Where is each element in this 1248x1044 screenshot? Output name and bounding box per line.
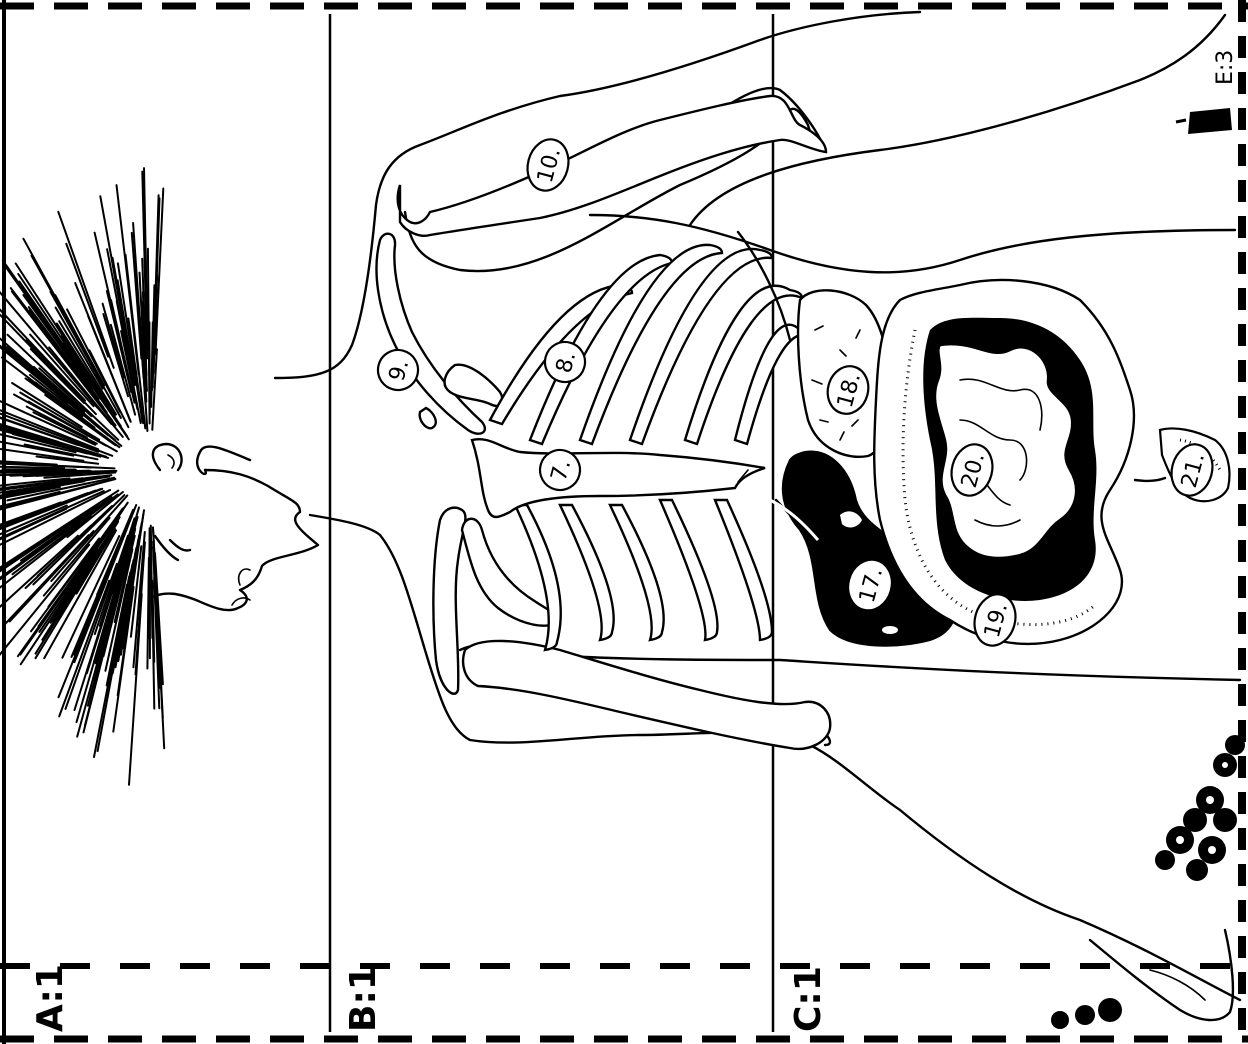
rib-lower — [715, 500, 772, 640]
rib-lower — [610, 505, 664, 640]
panel-label-c: C:1 — [788, 966, 829, 1032]
hair-illustration — [0, 168, 164, 785]
rib-cage — [490, 245, 812, 650]
svg-text:B:1: B:1 — [343, 965, 384, 1032]
panel-label-b: B:1 — [343, 965, 384, 1032]
radius-illustration — [463, 641, 830, 749]
rib-lower — [660, 500, 717, 640]
panel-label-a: A:1 — [30, 964, 71, 1032]
svg-text:A:1: A:1 — [30, 964, 71, 1032]
rib-lower — [515, 505, 561, 650]
small-intestine-illustration — [923, 318, 1096, 601]
hair-strand — [149, 528, 150, 638]
corner-label: E:3 — [1213, 50, 1238, 85]
rib-lower — [560, 505, 614, 640]
svg-text:C:1: C:1 — [788, 966, 829, 1032]
svg-text:E:3: E:3 — [1213, 50, 1238, 85]
head-illustration — [150, 444, 318, 610]
